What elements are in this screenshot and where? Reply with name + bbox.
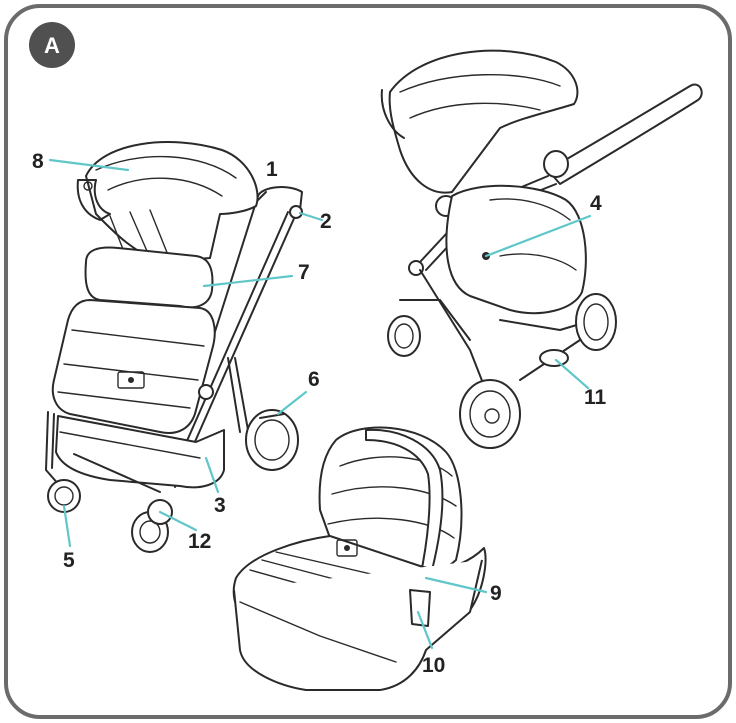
- leader-8: [48, 158, 130, 172]
- leader-12: [158, 510, 198, 532]
- leader-3: [204, 456, 220, 494]
- callout-7: 7: [298, 261, 310, 284]
- leader-4: [484, 214, 592, 258]
- leader-9: [424, 576, 488, 594]
- callout-5: 5: [63, 549, 75, 572]
- callout-2: 2: [320, 210, 332, 233]
- leader-6: [276, 390, 308, 416]
- callout-numbers: 1 2 3 4 5 6 7 8 9 10 11 12: [32, 150, 607, 677]
- leader-2: [298, 211, 324, 222]
- stroller-seat-illustration: [45, 141, 303, 553]
- leader-7: [202, 274, 294, 288]
- stroller-frame-illustration: [380, 49, 703, 449]
- leader-5: [62, 504, 72, 548]
- callout-10: 10: [422, 654, 445, 677]
- leader-10: [416, 610, 434, 650]
- callout-8: 8: [32, 150, 44, 173]
- callout-4: 4: [590, 192, 602, 215]
- callout-3: 3: [214, 494, 226, 517]
- callout-6: 6: [308, 368, 320, 391]
- leader-lines: [48, 158, 592, 650]
- panel-badge: A: [29, 22, 75, 68]
- callout-11: 11: [584, 386, 607, 409]
- panel-label: A: [44, 33, 60, 58]
- carrycot-illustration: [232, 426, 487, 691]
- callout-9: 9: [490, 582, 502, 605]
- leader-11: [554, 358, 590, 390]
- callout-1: 1: [266, 158, 278, 181]
- callout-12: 12: [188, 530, 211, 553]
